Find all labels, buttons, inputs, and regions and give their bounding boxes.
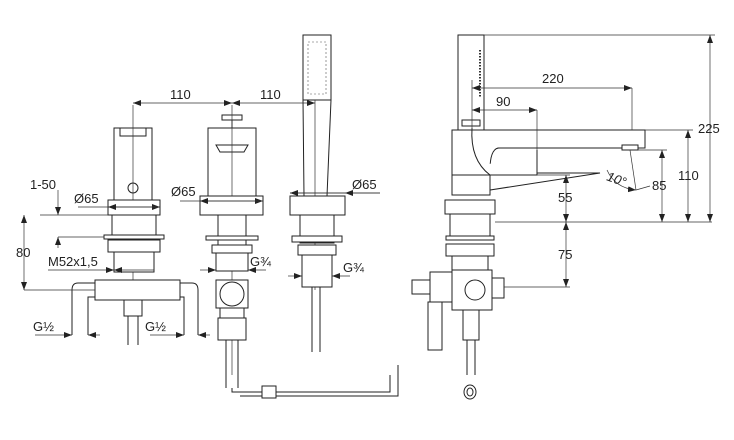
label-dia-handshower: Ø65 [352,177,377,192]
dimension-labels: 110 110 1-50 Ø65 Ø65 Ø65 80 M52x1,5 G¾ G… [16,71,720,334]
label-height-80: 80 [16,245,30,260]
label-g34-handshower: G¾ [343,260,364,275]
label-reach-90: 90 [496,94,510,109]
label-spacing-right: 110 [260,87,281,102]
dimension-lines [21,34,715,338]
label-height-110: 110 [678,168,699,183]
label-height-75: 75 [558,247,572,262]
label-height-225: 225 [698,121,720,136]
label-g34-valve: G¾ [250,254,271,269]
mixer-side-view [411,34,646,400]
label-height-55: 55 [558,190,572,205]
handshower-front [289,34,346,352]
label-thread: M52x1,5 [48,254,98,269]
mixer-body-front [71,105,199,345]
label-height-85: 85 [652,178,666,193]
label-deck-thickness: 1-50 [30,177,56,192]
label-dia-mixer: Ø65 [74,191,99,206]
label-angle: 10° [605,169,629,190]
label-reach-220: 220 [542,71,564,86]
label-spacing-left: 110 [170,87,191,102]
label-g12-left: G½ [33,319,54,334]
label-g12-right: G½ [145,319,166,334]
label-dia-valve: Ø65 [171,184,196,199]
